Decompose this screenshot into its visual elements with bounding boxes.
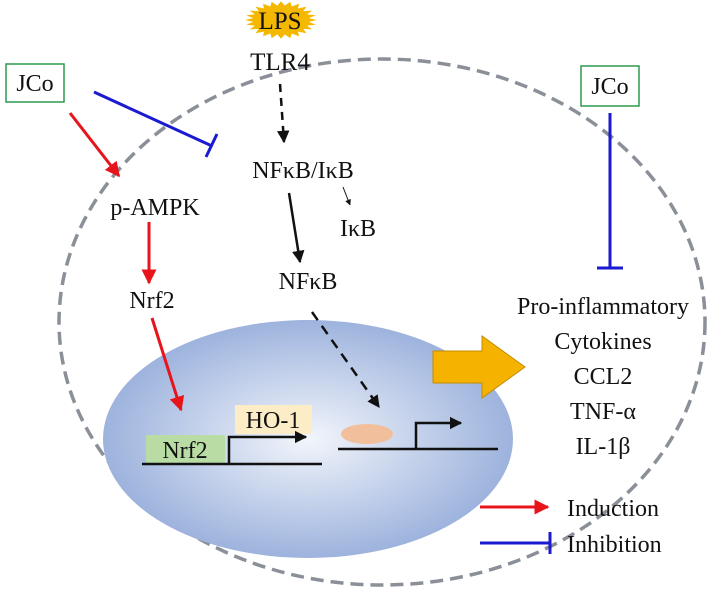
ho1-label: HO-1 bbox=[246, 408, 301, 434]
cytokine-promoter-arrow bbox=[414, 416, 463, 449]
ho1-box bbox=[235, 405, 312, 434]
ho1-promoter-arrow bbox=[227, 430, 308, 464]
output-pro-inflammatory: Pro-inflammatory bbox=[517, 294, 689, 320]
inhibition-bar-jco-nfkb bbox=[204, 133, 219, 158]
output-tnf-alpha: TNF-α bbox=[570, 399, 636, 425]
induction-arrow-nrf2-nucleus bbox=[150, 317, 185, 412]
jco-right-box bbox=[580, 65, 640, 107]
induction-arrow-jco-ampk bbox=[68, 112, 121, 178]
output-ccl2: CCL2 bbox=[574, 364, 633, 390]
tlr4-label: TLR4 bbox=[250, 49, 310, 76]
nrf2-nucleus-label: Nrf2 bbox=[162, 438, 207, 464]
jco-left-label: JCo bbox=[16, 71, 53, 97]
arrow-tlr4-nfkb-complex bbox=[276, 83, 290, 144]
cell-membrane bbox=[57, 57, 707, 587]
arrow-nfkb-nucleus bbox=[310, 311, 381, 409]
jco-right-label: JCo bbox=[591, 74, 628, 100]
nfkb-complex-label: NFκB/IκB bbox=[252, 158, 354, 184]
arrow-complex-nfkb bbox=[287, 192, 305, 264]
legend-inhibition-label: Inhibition bbox=[567, 532, 662, 558]
nucleus bbox=[103, 320, 513, 558]
inhibition-line-jco-nfkb bbox=[93, 90, 213, 148]
ampk-label: p-AMPK bbox=[110, 195, 200, 221]
output-il-1beta: IL-1β bbox=[576, 434, 631, 460]
jco-left-box bbox=[5, 63, 65, 103]
nrf2-cyto-label: Nrf2 bbox=[129, 288, 174, 314]
nfkb-label: NFκB bbox=[279, 269, 338, 295]
arrow-complex-ikb bbox=[342, 186, 351, 206]
nrf2-nucleus-box bbox=[146, 435, 225, 464]
ikb-label: IκB bbox=[340, 216, 376, 242]
output-cytokines: Cytokines bbox=[554, 329, 651, 355]
legend-induction-label: Induction bbox=[567, 496, 659, 522]
output-big-arrow bbox=[432, 335, 526, 399]
lps-label: LPS bbox=[258, 8, 301, 35]
nfkb-bound-blob bbox=[341, 424, 393, 444]
lps-starburst: LPS bbox=[245, 1, 317, 39]
